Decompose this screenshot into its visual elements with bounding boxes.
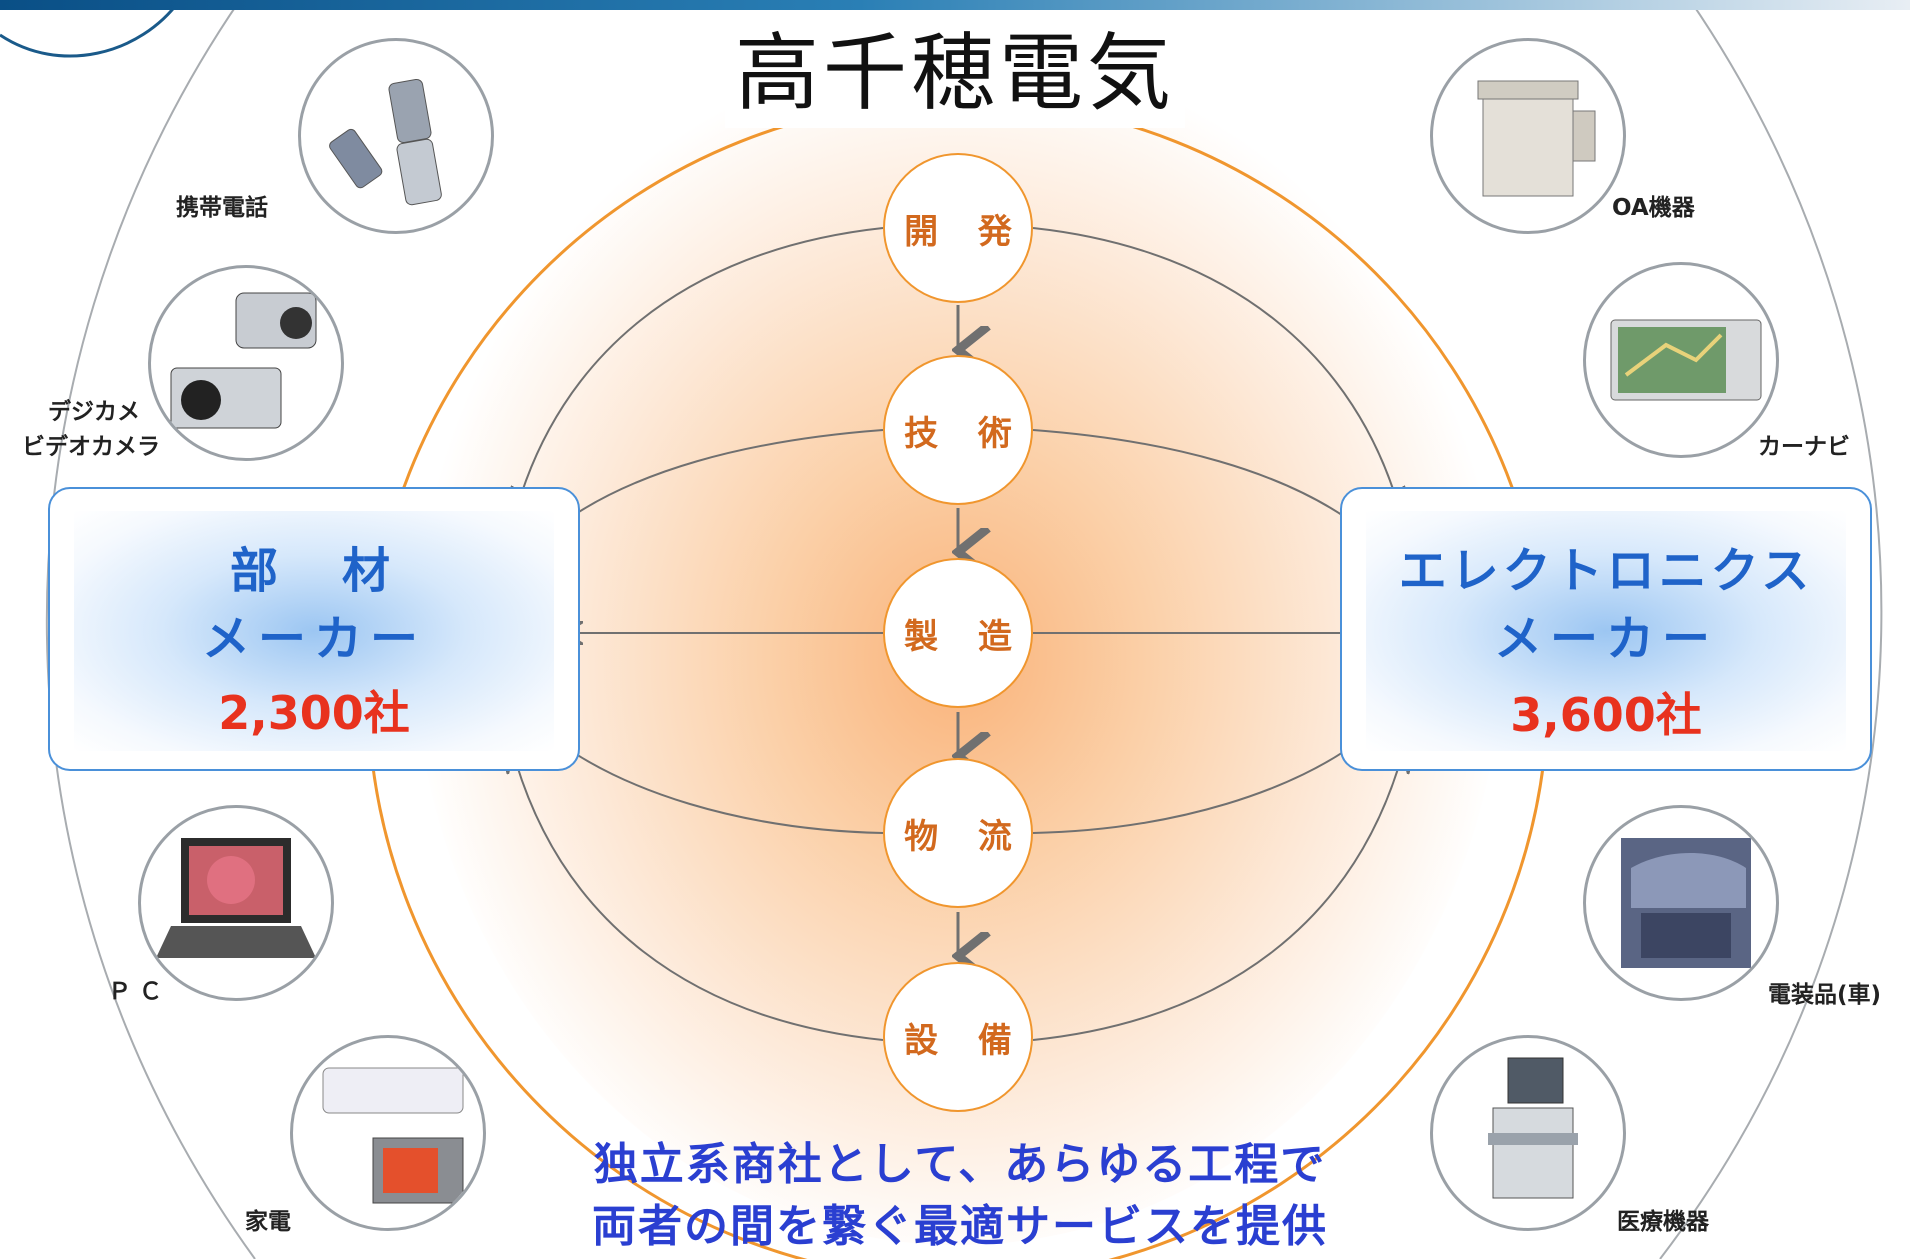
parts-maker-name: 部 材 <box>229 543 398 599</box>
car-interior-icon <box>1621 838 1751 968</box>
car-electrical-label: 電装品(車) <box>1768 982 1882 1008</box>
oa-equipment-image <box>1430 38 1626 234</box>
medical-equipment-label: 医療機器 <box>1617 1209 1709 1235</box>
title-area: 高千穂電気 <box>725 18 1185 128</box>
parts-maker-glow <box>74 511 554 751</box>
step-development: 開 発 <box>883 153 1033 303</box>
step-equipment: 設 備 <box>883 962 1033 1112</box>
camera-icon <box>170 292 317 429</box>
slogan-line1: 独立系商社として、あらゆる工程で <box>593 1139 1327 1190</box>
mobile-phone-image <box>298 38 494 234</box>
parts-maker-box: 部 材 メーカー 2,300社 <box>48 487 580 771</box>
step-logistics: 物 流 <box>883 758 1033 908</box>
electronics-maker-count: 3,600社 <box>1510 688 1702 742</box>
camera-label-line1: デジカメ <box>48 399 140 425</box>
step-manufacturing: 製 造 <box>883 558 1033 708</box>
parts-maker-subtitle: メーカー <box>201 611 426 667</box>
arrow-right-4 <box>1032 738 1363 834</box>
electronics-maker-name: エレクトロニクス <box>1398 543 1814 599</box>
arrow-left-4 <box>553 738 884 834</box>
arrow-left-5 <box>513 752 884 1041</box>
pc-label: Ｐ Ｃ <box>108 979 163 1005</box>
appliance-icon <box>322 1067 464 1204</box>
electronics-maker-glow <box>1366 511 1846 751</box>
carnavi-label: カーナビ <box>1758 434 1850 460</box>
arrow-right-1 <box>1032 227 1399 508</box>
camera-label-line2: ビデオカメラ <box>22 434 160 460</box>
arrow-right-5 <box>1032 752 1403 1041</box>
step-technology: 技 術 <box>883 355 1033 505</box>
arrow-left-1 <box>517 227 884 508</box>
parts-maker-count: 2,300社 <box>218 686 410 740</box>
appliance-label: 家電 <box>245 1209 291 1235</box>
laptop-icon <box>156 838 316 958</box>
outer-ring-right <box>1659 0 1883 1259</box>
page-title: 高千穂電気 <box>734 24 1175 122</box>
electronics-maker-box: エレクトロニクス メーカー 3,600社 <box>1340 487 1872 771</box>
outer-ring-left <box>45 0 256 1259</box>
electronics-maker-subtitle: メーカー <box>1493 611 1718 667</box>
oa-equipment-label: OA機器 <box>1612 195 1695 221</box>
navigation-icon <box>1610 319 1762 401</box>
medical-device-icon <box>1488 1057 1578 1199</box>
mobile-phone-label: 携帯電話 <box>176 195 268 221</box>
top-banner <box>0 0 1910 10</box>
arrow-left-2 <box>553 429 884 530</box>
car-electrical-image <box>1583 805 1779 1001</box>
phone-icon <box>329 78 442 206</box>
slogan-line2: 両者の間を繋ぐ最適サービスを提供 <box>592 1201 1328 1252</box>
carnavi-image <box>1583 262 1779 458</box>
pc-image <box>138 805 334 1001</box>
appliance-image <box>290 1035 486 1231</box>
arrow-right-2 <box>1032 429 1363 530</box>
copier-icon <box>1477 80 1596 197</box>
corner-arc <box>0 0 182 58</box>
medical-equipment-image <box>1430 1035 1626 1231</box>
camera-image <box>148 265 344 461</box>
